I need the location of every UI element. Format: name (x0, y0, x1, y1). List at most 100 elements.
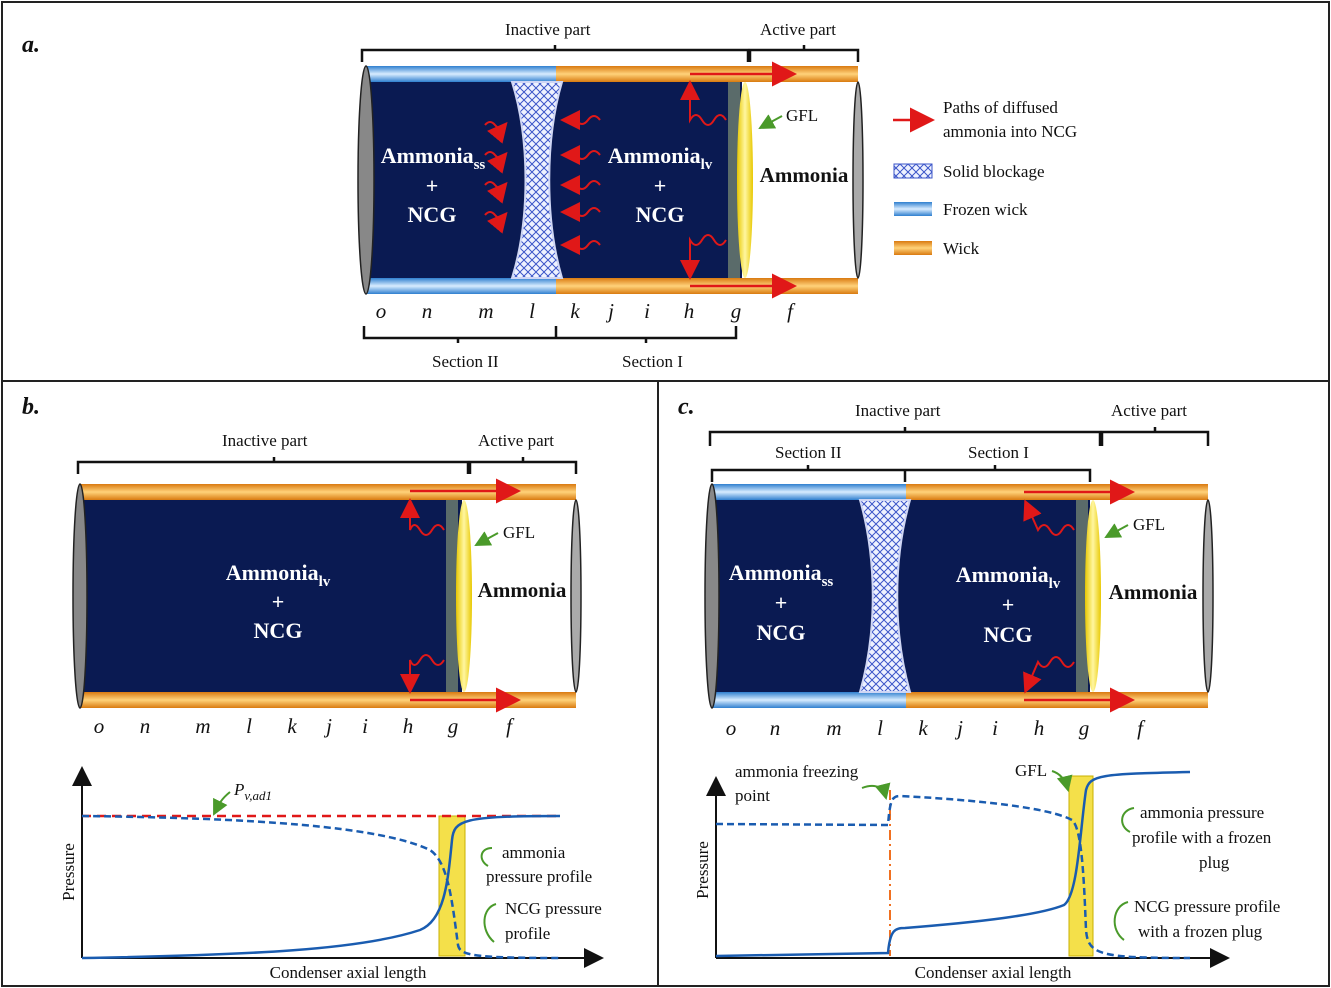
panel-a-right-gas: Ammonialv (608, 143, 713, 173)
pos-h: h (684, 299, 695, 323)
panel-b-gfl-pointer (474, 531, 499, 546)
panel-a-inactive-brace (360, 45, 750, 62)
plot-c-ncg-pointer (1113, 901, 1129, 941)
panel-c-gfl-gray (1076, 500, 1088, 692)
panel-b-gfl-label: GFL (503, 523, 535, 542)
plot-b-ammonia-line2: pressure profile (486, 867, 592, 886)
panel-a-gfl-label: GFL (786, 106, 818, 125)
pos-f: f (506, 714, 515, 738)
panel-b-navy-chamber (80, 500, 462, 692)
legend-frozen: Frozen wick (943, 200, 1028, 219)
pos-o: o (94, 714, 105, 738)
plot-c-ammonia-line1: ammonia pressure (1140, 803, 1264, 822)
panel-c-left-plus: + (775, 590, 788, 615)
pos-l: l (877, 716, 883, 740)
plot-b-xlabel: Condenser axial length (270, 963, 427, 982)
plot-c-ncg-line2: with a frozen plug (1138, 922, 1263, 941)
panel-c-section2: Section II (775, 443, 842, 462)
pos-f: f (787, 299, 796, 323)
legend-hatch-icon (893, 163, 933, 179)
panel-a-squiggles (484, 110, 601, 255)
panel-b-positions: o n m l k j i h g f (94, 714, 515, 738)
plot-c-gfl-band (1068, 775, 1094, 957)
plot-b-ncg-line1: NCG pressure (505, 899, 602, 918)
plot-b-pv-pointer (213, 791, 231, 816)
pos-m: m (195, 714, 210, 738)
panel-b-letter: b. (22, 394, 40, 420)
panel-a-gfl-pointer (758, 114, 783, 129)
panel-c-right-ncg: NCG (984, 622, 1033, 647)
panel-a-active-label: Active part (760, 20, 836, 39)
panel-c-diffusion-path-bottom (1023, 656, 1075, 694)
panel-a-frozen-wick-bottom (366, 278, 556, 294)
panel-c-active-label: Active part (1111, 401, 1187, 420)
panel-b-wick-bottom (80, 692, 576, 708)
panel-b-plus: + (272, 589, 285, 614)
panel-b-left-cap (72, 483, 88, 709)
panel-a-gfl-layer (737, 82, 753, 278)
pos-j: j (605, 299, 614, 323)
plot-c-ylabel: Pressure (693, 841, 712, 899)
panel-a-right-cap (852, 81, 864, 279)
plot-b-ncg-curve (81, 814, 561, 960)
panel-c-frozen-wick-top (712, 484, 906, 500)
legend-paths-line1: Paths of diffused (943, 98, 1058, 117)
panel-c-gfl-label: GFL (1133, 515, 1165, 534)
plot-c-xlabel: Condenser axial length (915, 963, 1072, 982)
panel-a-section-brace (362, 326, 738, 343)
panel-c-ammonia-label: Ammonia (1109, 580, 1198, 604)
panel-c-section-brace (710, 465, 1092, 482)
pos-j: j (954, 716, 963, 740)
pos-i: i (992, 716, 998, 740)
panel-b-active-brace (468, 457, 578, 474)
pos-g: g (448, 714, 459, 738)
panel-c-solid-blockage (858, 499, 912, 693)
panel-c-right-cap (1202, 499, 1214, 693)
legend-solid: Solid blockage (943, 162, 1045, 181)
legend: Paths of diffused ammonia into NCG Solid… (893, 98, 1077, 258)
panel-b-diffusion-path-bottom (400, 654, 445, 694)
pos-i: i (644, 299, 650, 323)
panel-c-active-brace (1100, 427, 1210, 446)
panel-a-diffusion-path-top (680, 80, 727, 126)
plot-b: Pressure Condenser axial length Pv,ad1 a… (59, 766, 604, 982)
plot-b-ammonia-curve (81, 814, 561, 960)
pos-o: o (376, 299, 387, 323)
plot-b-ncg-line2: profile (505, 924, 550, 943)
plot-b-pv-label: Pv,ad1 (233, 780, 272, 803)
panel-c-left-ncg: NCG (757, 620, 806, 645)
plot-c-ncg-curve (715, 794, 1191, 960)
panel-b-gfl-gray (446, 500, 458, 692)
panel-a-ammonia-label: Ammonia (760, 163, 849, 187)
panel-a-solid-blockage (510, 81, 564, 279)
panel-a-diffusion-path-bottom (680, 234, 727, 280)
panel-c-left-gas: Ammoniass (729, 560, 834, 590)
panel-b-gfl-layer (456, 500, 472, 692)
pos-m: m (826, 716, 841, 740)
panel-c: c. Inactive part Active part Section II … (678, 394, 1280, 982)
pos-n: n (422, 299, 433, 323)
legend-frozen-icon (894, 202, 932, 216)
legend-paths-line2: ammonia into NCG (943, 122, 1077, 141)
plot-c: Pressure Condenser axial length ammonia … (693, 761, 1280, 982)
panel-b-ammonia-label: Ammonia (478, 578, 567, 602)
pos-k: k (287, 714, 297, 738)
panel-b-ncg: NCG (254, 618, 303, 643)
plot-c-freezing-line1: ammonia freezing (735, 762, 859, 781)
panel-c-left-cap (704, 483, 720, 709)
panel-b-diffusion-path-top (400, 498, 445, 536)
plot-c-freezing-line2: point (735, 786, 770, 805)
pos-l: l (246, 714, 252, 738)
panel-a-right-plus: + (654, 173, 667, 198)
pos-o: o (726, 716, 737, 740)
panel-a-left-cap (357, 65, 375, 295)
panel-a-left-gas: Ammoniass (381, 143, 486, 173)
pos-j: j (323, 714, 332, 738)
pos-h: h (403, 714, 414, 738)
pos-g: g (1079, 716, 1090, 740)
plot-c-ammonia-curve (715, 770, 1191, 958)
panel-c-letter: c. (678, 394, 695, 420)
panel-c-right-gas: Ammonialv (956, 562, 1061, 592)
